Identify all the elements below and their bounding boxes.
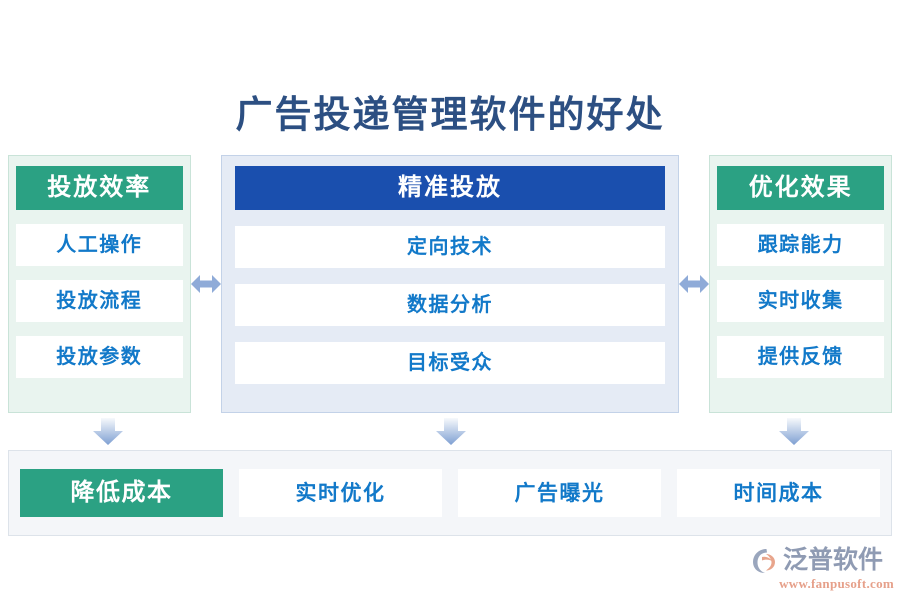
bottom-item-2[interactable]: 实时优化 xyxy=(239,469,442,517)
arrow-down-icon xyxy=(435,418,467,446)
bottom-item-3[interactable]: 广告曝光 xyxy=(458,469,661,517)
panel-left-header: 投放效率 xyxy=(16,166,183,210)
panel-right-item-1[interactable]: 跟踪能力 xyxy=(717,224,884,266)
double-arrow-left-right-icon xyxy=(190,272,221,296)
brand-logo: 泛普软件 www.fanpusoft.com xyxy=(752,546,894,592)
bottom-results-bar: 降低成本 实时优化 广告曝光 时间成本 xyxy=(8,450,892,536)
logo-row: 泛普软件 xyxy=(752,546,894,576)
arrow-down-icon xyxy=(778,418,810,446)
panel-center-item-3[interactable]: 目标受众 xyxy=(234,342,666,384)
panel-center-item-1[interactable]: 定向技术 xyxy=(234,226,666,268)
logo-url: www.fanpusoft.com xyxy=(779,576,894,591)
panel-center-item-2[interactable]: 数据分析 xyxy=(234,284,666,326)
panel-right-item-3[interactable]: 提供反馈 xyxy=(717,336,884,378)
panel-left: 投放效率 人工操作 投放流程 投放参数 xyxy=(8,155,191,413)
panel-left-item-3[interactable]: 投放参数 xyxy=(16,336,183,378)
bottom-item-4[interactable]: 时间成本 xyxy=(677,469,880,517)
panel-right-header: 优化效果 xyxy=(717,166,884,210)
connector-center-right xyxy=(679,155,710,413)
panels-row: 投放效率 人工操作 投放流程 投放参数 精准投放 定向技术 数据分析 目标受众 xyxy=(8,155,892,413)
bottom-item-1[interactable]: 降低成本 xyxy=(20,469,223,517)
connector-left-center xyxy=(190,155,221,413)
arrow-down-icon xyxy=(92,418,124,446)
panel-right: 优化效果 跟踪能力 实时收集 提供反馈 xyxy=(709,155,892,413)
panel-left-item-2[interactable]: 投放流程 xyxy=(16,280,183,322)
panel-left-item-1[interactable]: 人工操作 xyxy=(16,224,183,266)
panel-center: 精准投放 定向技术 数据分析 目标受众 xyxy=(220,155,680,413)
down-connectors xyxy=(8,418,892,448)
panel-right-item-2[interactable]: 实时收集 xyxy=(717,280,884,322)
panel-center-header: 精准投放 xyxy=(234,166,666,210)
logo-name: 泛普软件 xyxy=(783,547,884,574)
double-arrow-left-right-icon xyxy=(679,272,710,296)
page-title: 广告投递管理软件的好处 xyxy=(235,95,665,136)
fanpu-swoosh-icon xyxy=(752,547,782,575)
